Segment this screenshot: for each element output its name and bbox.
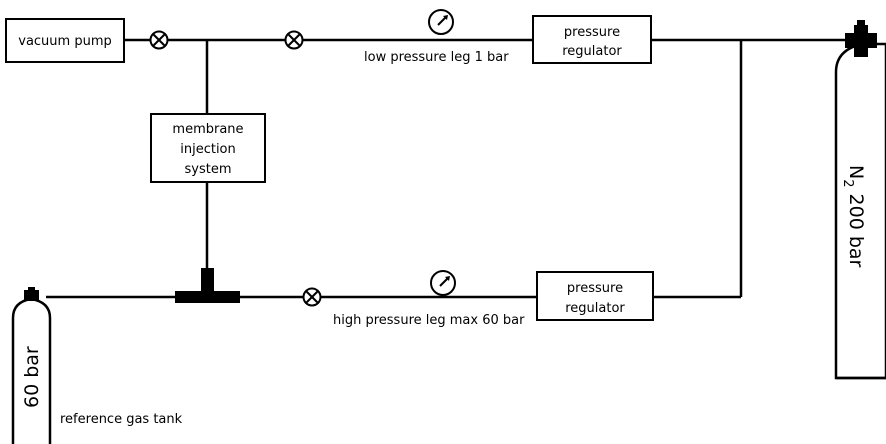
- membrane-injection-system: membrane injection system: [150, 113, 266, 183]
- svg-text:injection: injection: [180, 142, 236, 157]
- valve-icon: [149, 30, 169, 50]
- t-junction: [175, 268, 240, 303]
- reference-tank-pressure-label: 60 bar: [21, 346, 43, 408]
- reference-gas-tank-label: reference gas tank: [60, 412, 183, 427]
- svg-text:pressure: pressure: [567, 281, 623, 296]
- valve-icon: [284, 30, 304, 50]
- high-pressure-leg-label: high pressure leg max 60 bar: [333, 313, 525, 328]
- svg-text:pressure: pressure: [564, 25, 620, 40]
- pressure-regulator-top: pressure regulator: [532, 15, 652, 64]
- pipes: [46, 38, 846, 299]
- n2-tank-label: N2 200 bar: [840, 165, 867, 268]
- reference-gas-tank: 60 bar: [11, 287, 52, 444]
- vacuum-pump-label: vacuum pump: [18, 34, 112, 49]
- n2-tank: N2 200 bar: [834, 20, 886, 380]
- valve-icon: [302, 287, 322, 307]
- pressure-gauge-icon: [428, 9, 454, 35]
- pressure-regulator-bottom: pressure regulator: [536, 271, 654, 321]
- svg-text:regulator: regulator: [562, 44, 622, 59]
- low-pressure-leg-label: low pressure leg 1 bar: [364, 50, 509, 65]
- svg-text:regulator: regulator: [565, 301, 625, 316]
- svg-text:system: system: [185, 162, 232, 177]
- vacuum-pump: vacuum pump: [5, 18, 125, 63]
- tank-valve-icon: [24, 290, 39, 301]
- svg-text:membrane: membrane: [172, 122, 243, 137]
- pressure-gauge-icon: [430, 270, 456, 296]
